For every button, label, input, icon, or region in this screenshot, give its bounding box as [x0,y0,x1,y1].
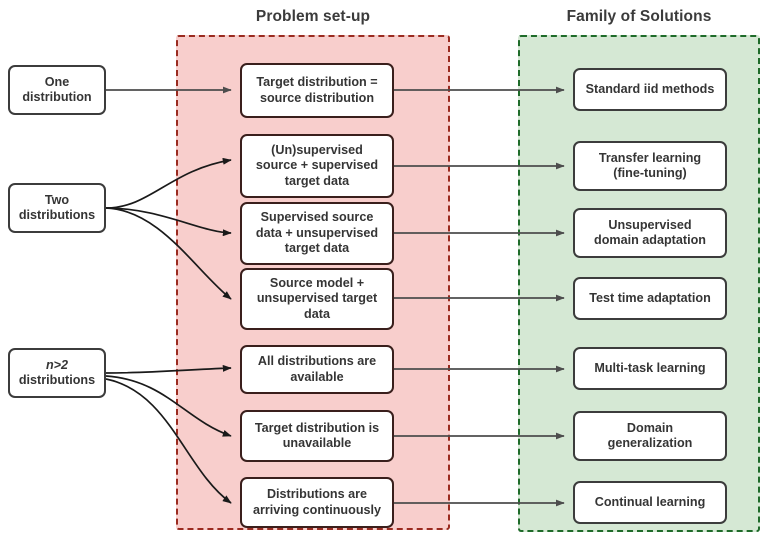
italic-n-greater-2: n>2 [45,357,69,372]
problem-node-2-label: (Un)supervised source + supervised targe… [255,142,379,188]
solution-node-3[interactable]: Unsupervised domain adaptation [573,208,727,258]
family-of-solutions-column-title: Family of Solutions [566,8,712,25]
problem-node-7-label: Distributions are arriving continuously [252,487,382,517]
problem-node-4-label: Source model + unsupervised target data [256,275,378,321]
solution-node-4[interactable]: Test time adaptation [573,277,727,320]
problem-node-3[interactable]: Supervised source data + unsupervised ta… [240,202,394,265]
solution-node-5[interactable]: Multi-task learning [573,347,727,390]
solution-node-1[interactable]: Standard iid methods [573,68,727,111]
solution-node-1-label: Standard iid methods [585,81,715,96]
problem-node-4[interactable]: Source model + unsupervised target data [240,268,394,330]
problem-node-3-label: Supervised source data + unsupervised ta… [255,210,379,256]
problem-node-1[interactable]: Target distribution = source distributio… [240,63,394,118]
solution-node-7-label: Continual learning [594,494,706,509]
solution-node-6-label: Domain generalization [607,420,693,450]
problem-node-7[interactable]: Distributions are arriving continuously [240,477,394,528]
problem-node-2[interactable]: (Un)supervised source + supervised targe… [240,134,394,198]
problem-node-5[interactable]: All distributions are available [240,345,394,394]
problem-node-6[interactable]: Target distribution is unavailable [240,410,394,462]
problem-node-6-label: Target distribution is unavailable [254,420,380,450]
problem-node-5-label: All distributions are available [257,354,377,384]
solution-node-3-label: Unsupervised domain adaptation [594,217,706,247]
solution-node-2[interactable]: Transfer learning (fine-tuning) [573,141,727,191]
solution-node-6[interactable]: Domain generalization [573,411,727,461]
solution-node-7[interactable]: Continual learning [573,481,727,524]
solution-node-2-label: Transfer learning (fine-tuning) [598,150,702,180]
solution-node-4-label: Test time adaptation [589,290,711,305]
solution-node-5-label: Multi-task learning [594,360,706,375]
problem-node-1-label: Target distribution = source distributio… [256,75,378,105]
problem-setup-column-title: Problem set-up [255,8,371,25]
